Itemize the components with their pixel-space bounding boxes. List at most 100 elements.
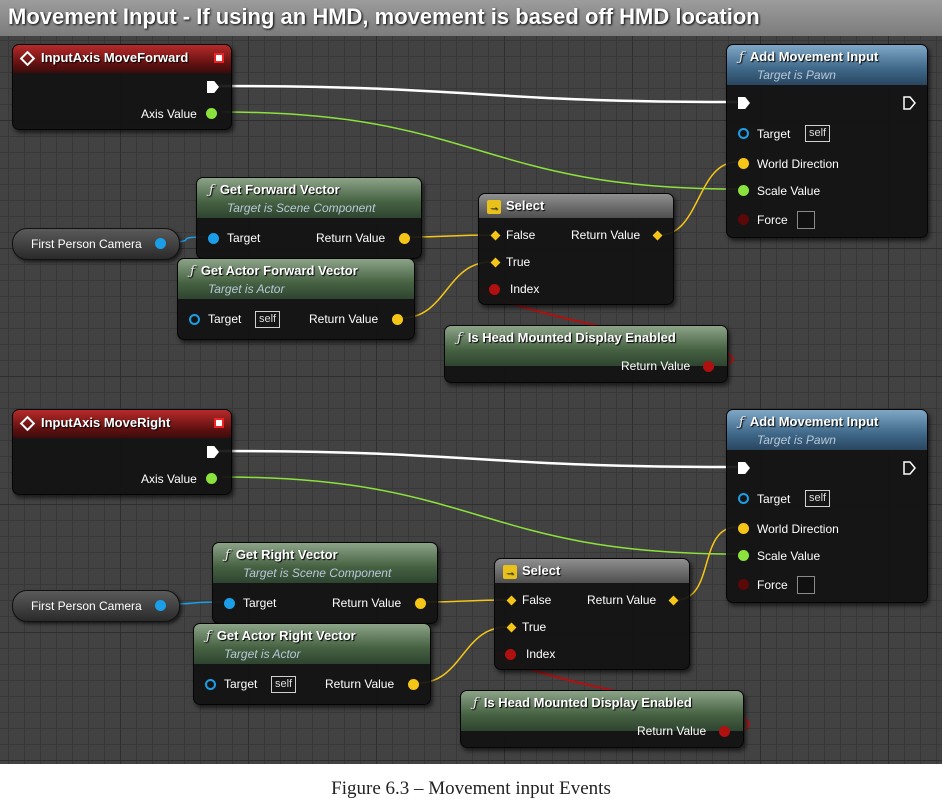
select-title: →Select xyxy=(503,563,560,579)
select-true-label: True xyxy=(506,255,531,269)
vec2-target-label: Target xyxy=(224,677,258,691)
vec1-subtitle: Target is Scene Component xyxy=(227,201,376,215)
target-self-value[interactable]: self xyxy=(805,125,831,142)
hmd-return-pin[interactable] xyxy=(719,726,730,737)
select-icon: → xyxy=(487,200,501,214)
vec1-target-pin[interactable] xyxy=(224,598,235,609)
vec2-subtitle: Target is Actor xyxy=(224,647,301,661)
select-return-pin[interactable] xyxy=(652,230,663,241)
vec1-target-pin[interactable] xyxy=(208,233,219,244)
camera-out-pin[interactable] xyxy=(155,238,166,249)
hmd-return-pin[interactable] xyxy=(703,361,714,372)
vec2-target-label: Target xyxy=(208,312,242,326)
vec1-return-label: Return Value xyxy=(316,231,386,245)
target-pin[interactable] xyxy=(738,128,749,139)
camera-out-pin[interactable] xyxy=(155,600,166,611)
exec-wire xyxy=(217,84,738,104)
add-movement-input-title-text: Add Movement Input xyxy=(749,414,879,429)
select-index-pin[interactable] xyxy=(489,284,500,295)
vec2-self-value[interactable]: self xyxy=(271,676,297,693)
pure-node-header xyxy=(445,326,727,366)
function-node-header xyxy=(727,45,927,85)
axis-value-pin[interactable] xyxy=(206,108,217,119)
select-true-pin[interactable] xyxy=(506,622,517,633)
exec-in-pin[interactable] xyxy=(738,97,750,109)
function-icon: ƒ xyxy=(473,696,478,711)
comment-title: Movement Input - If using an HMD, moveme… xyxy=(8,4,760,29)
world-direction-label: World Direction xyxy=(757,157,839,171)
vec1-return-pin[interactable] xyxy=(415,598,426,609)
function-icon: ƒ xyxy=(739,50,744,65)
first-person-camera-label: First Person Camera xyxy=(31,599,142,613)
exec-in-pin[interactable] xyxy=(738,462,750,474)
vec2-target-pin[interactable] xyxy=(205,679,216,690)
pure-node-header xyxy=(197,178,421,218)
select-true-pin[interactable] xyxy=(490,257,501,268)
force-pin[interactable] xyxy=(738,579,749,590)
vec2-title-text: Get Actor Forward Vector xyxy=(200,263,358,278)
select-node-header xyxy=(495,559,689,583)
vec1-target-label: Target xyxy=(243,596,277,610)
scale-value-pin[interactable] xyxy=(738,185,749,196)
vec2-return-pin[interactable] xyxy=(408,679,419,690)
world-direction-pin[interactable] xyxy=(738,523,749,534)
target-label: Target xyxy=(757,492,791,506)
select-false-pin[interactable] xyxy=(490,230,501,241)
function-node-header xyxy=(727,410,927,450)
first-person-camera-node[interactable]: First Person Camera xyxy=(12,228,180,260)
select-index-pin[interactable] xyxy=(505,649,516,660)
delegate-pin-icon[interactable] xyxy=(214,418,224,428)
vec2-target-pin[interactable] xyxy=(189,314,200,325)
first-person-camera-node[interactable]: First Person Camera xyxy=(12,590,180,622)
hmd-return-label: Return Value xyxy=(637,724,707,738)
true-input-wire xyxy=(401,261,492,319)
force-pin[interactable] xyxy=(738,214,749,225)
force-label: Force xyxy=(757,213,788,227)
exec-out-pin[interactable] xyxy=(207,81,219,93)
vec1-subtitle: Target is Scene Component xyxy=(243,566,392,580)
world-direction-label: World Direction xyxy=(757,522,839,536)
target-pin[interactable] xyxy=(738,493,749,504)
hmd-return-label: Return Value xyxy=(621,359,691,373)
exec-out-pin[interactable] xyxy=(903,96,917,110)
function-icon: ƒ xyxy=(457,331,462,346)
exec-out-pin[interactable] xyxy=(903,461,917,475)
delegate-pin-icon[interactable] xyxy=(214,53,224,63)
axis-value-pin[interactable] xyxy=(206,473,217,484)
vec2-self-value[interactable]: self xyxy=(255,311,281,328)
scale-value-pin[interactable] xyxy=(738,550,749,561)
comment-box-header[interactable]: Movement Input - If using an HMD, moveme… xyxy=(0,0,942,36)
vec1-target-label: Target xyxy=(227,231,261,245)
select-return-pin[interactable] xyxy=(668,595,679,606)
target-label: Target xyxy=(757,127,791,141)
target-self-value[interactable]: self xyxy=(805,490,831,507)
world-direction-pin[interactable] xyxy=(738,158,749,169)
force-checkbox[interactable] xyxy=(797,211,815,229)
blueprint-graph[interactable]: Movement Input - If using an HMD, moveme… xyxy=(0,0,942,764)
exec-out-pin[interactable] xyxy=(207,446,219,458)
function-icon: ƒ xyxy=(209,183,214,198)
function-icon: ƒ xyxy=(190,264,195,279)
exec-wire xyxy=(217,449,738,469)
vec1-return-pin[interactable] xyxy=(399,233,410,244)
vec1-title-text: Get Right Vector xyxy=(235,547,338,562)
vec2-return-pin[interactable] xyxy=(392,314,403,325)
select-false-pin[interactable] xyxy=(506,595,517,606)
pure-node-header xyxy=(194,624,430,664)
scale-value-wire xyxy=(221,111,738,190)
force-checkbox[interactable] xyxy=(797,576,815,594)
function-icon: ƒ xyxy=(206,629,211,644)
